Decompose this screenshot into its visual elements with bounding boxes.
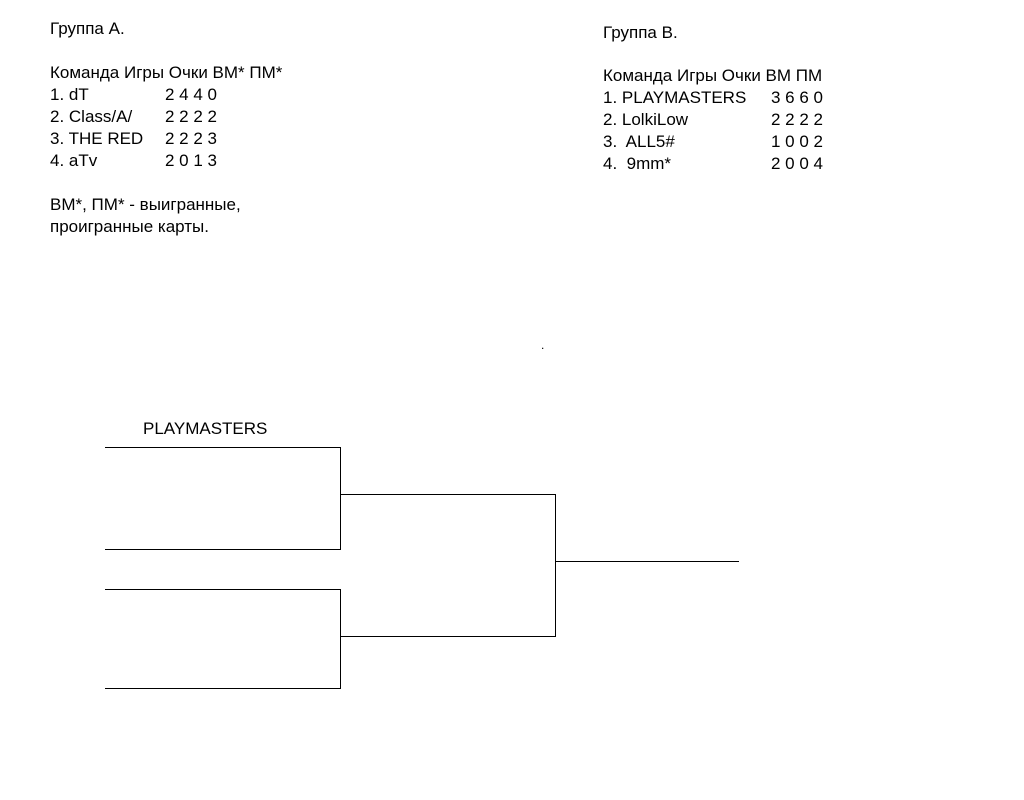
bracket-slot-1-team: PLAYMASTERS (143, 419, 268, 438)
bracket-slot-2-line (105, 549, 341, 550)
bracket-slot-4-line (105, 688, 341, 689)
bracket-final-connector (555, 494, 556, 637)
group-a-row-4-stats: 2 0 1 3 (165, 151, 217, 170)
bracket-semifinal-1-line (340, 494, 556, 495)
group-a-header: Команда Игры Очки ВМ* ПМ* (50, 63, 283, 82)
group-a-title: Группа А. (50, 19, 125, 38)
group-a-row-2-stats: 2 2 2 2 (165, 107, 217, 126)
bracket-match-1-connector (340, 447, 341, 550)
group-a-row-4-team: 4. aTv (50, 151, 98, 170)
group-b-row-3-team: 3. ALL5# (603, 132, 675, 151)
group-b-title: Группа В. (603, 23, 678, 42)
stray-dot: . (541, 338, 545, 352)
group-b-row-3-stats: 1 0 0 2 (771, 132, 823, 151)
group-a-row-1-stats: 2 4 4 0 (165, 85, 217, 104)
group-b-row-2-stats: 2 2 2 2 (771, 110, 823, 129)
group-b-row-4-stats: 2 0 0 4 (771, 154, 823, 173)
group-b-row-1-stats: 3 6 6 0 (771, 88, 823, 107)
group-b-row-4-team: 4. 9mm* (603, 154, 672, 173)
bracket-slot-1-line (105, 447, 341, 448)
group-b-header: Команда Игры Очки ВМ ПМ (603, 66, 823, 85)
group-a-row-3-stats: 2 2 2 3 (165, 129, 217, 148)
group-b-row-2-team: 2. LolkiLow (603, 110, 689, 129)
bracket-winner-line (555, 561, 739, 562)
bracket-semifinal-2-line (340, 636, 556, 637)
group-a-row-1-team: 1. dT (50, 85, 89, 104)
group-a-row-3-team: 3. THE RED (50, 129, 144, 148)
bracket-slot-3-line (105, 589, 341, 590)
group-a-row-2-team: 2. Class/A/ (50, 107, 133, 126)
group-a-footnote-line-2: проигранные карты. (50, 217, 209, 236)
bracket-match-2-connector (340, 589, 341, 689)
group-a-footnote-line-1: ВМ*, ПМ* - выигранные, (50, 195, 241, 214)
group-b-row-1-team: 1. PLAYMASTERS (603, 88, 747, 107)
